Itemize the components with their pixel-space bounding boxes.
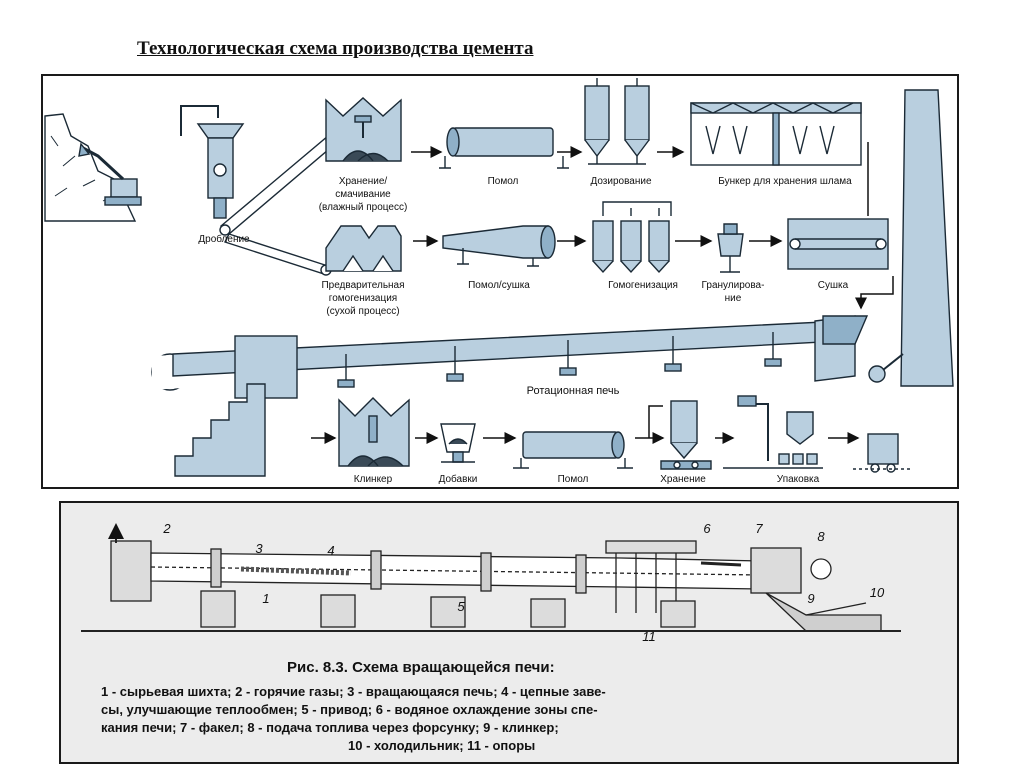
kiln-number-9: 9 bbox=[807, 591, 814, 606]
ball-mill-top-icon bbox=[439, 127, 569, 169]
flow-arrows bbox=[311, 142, 894, 444]
label-clinker: Клинкер bbox=[354, 474, 393, 485]
process-flow-diagram: Дробление Хранение/ смачивание (влажный … bbox=[41, 74, 959, 489]
label-granulation-2: ние bbox=[725, 293, 742, 304]
homogenization-silos-icon bbox=[592, 201, 672, 274]
caption-line-1: 1 - сырьевая шихта; 2 - горячие газы; 3 … bbox=[101, 684, 606, 699]
truck-icon bbox=[853, 433, 911, 473]
label-additives: Добавки bbox=[439, 473, 478, 485]
label-storage-3: (влажный процесс) bbox=[319, 202, 408, 213]
rotary-kiln-icon bbox=[151, 315, 904, 477]
label-homogenization: Гомогенизация bbox=[608, 280, 678, 291]
label-storage-2: смачивание bbox=[335, 189, 391, 200]
caption-title: Рис. 8.3. Схема вращающейся печи: bbox=[287, 659, 555, 676]
caption-line-3: кания печи; 7 - факел; 8 - подача топлив… bbox=[101, 720, 559, 735]
label-dosing: Дозирование bbox=[590, 176, 651, 187]
label-drying: Сушка bbox=[818, 280, 849, 291]
rotary-kiln-schematic: 1 2 3 4 5 6 7 8 9 10 11 Рис. 8.3. Схема … bbox=[59, 501, 959, 764]
kiln-number-10: 10 bbox=[870, 585, 885, 600]
kiln-number-11: 11 bbox=[642, 629, 656, 644]
kiln-number-7: 7 bbox=[755, 521, 763, 536]
process-flow-svg: Дробление Хранение/ смачивание (влажный … bbox=[44, 78, 954, 485]
clinker-bin-icon bbox=[338, 397, 410, 467]
ball-mill-dryer-icon bbox=[442, 225, 556, 267]
cement-silo-icon bbox=[660, 400, 712, 470]
label-granulation-1: Гранулирова- bbox=[702, 280, 765, 291]
label-storage: Хранение bbox=[660, 474, 706, 485]
label-packing: Упаковка bbox=[777, 474, 820, 485]
granulator-icon bbox=[717, 223, 744, 273]
label-milling-top: Помол bbox=[488, 176, 519, 187]
kiln-number-8: 8 bbox=[817, 529, 825, 544]
caption-line-4: 10 - холодильник; 11 - опоры bbox=[348, 738, 536, 753]
label-slurry-bunker: Бункер для хранения шлама bbox=[718, 176, 852, 187]
kiln-number-1: 1 bbox=[262, 591, 269, 606]
label-milling-bottom: Помол bbox=[558, 474, 589, 485]
label-prehomog-1: Предварительная bbox=[321, 280, 404, 291]
chimney-icon bbox=[900, 89, 954, 387]
dosing-silos-icon bbox=[584, 78, 650, 165]
crusher-icon bbox=[180, 105, 245, 219]
kiln-number-3: 3 bbox=[255, 541, 263, 556]
additives-hopper-icon bbox=[440, 423, 476, 463]
kiln-schematic-svg: 1 2 3 4 5 6 7 8 9 10 11 bbox=[81, 521, 901, 644]
dryer-icon bbox=[787, 218, 889, 270]
ball-mill-bottom-icon bbox=[513, 431, 633, 469]
conveyor-to-storage bbox=[219, 134, 337, 276]
kiln-number-6: 6 bbox=[703, 521, 711, 536]
dry-storage-icon bbox=[325, 225, 402, 272]
caption-line-2: сы, улучшающие теплообмен; 5 - привод; 6… bbox=[101, 702, 598, 717]
label-prehomog-3: (сухой процесс) bbox=[326, 306, 399, 317]
wet-storage-icon bbox=[325, 97, 402, 162]
label-rotary-kiln: Ротационная печь bbox=[527, 385, 620, 397]
kiln-number-2: 2 bbox=[162, 521, 171, 536]
kiln-number-4: 4 bbox=[327, 543, 334, 558]
kiln-number-5: 5 bbox=[457, 599, 465, 614]
slide-title: Технологическая схема производства цемен… bbox=[137, 38, 534, 59]
label-crushing: Дробление bbox=[198, 233, 250, 245]
slurry-bunker-icon bbox=[690, 102, 862, 166]
excavator-icon bbox=[78, 142, 142, 206]
packing-plant-icon bbox=[723, 395, 823, 469]
label-prehomog-2: гомогенизация bbox=[329, 293, 397, 304]
label-storage-1: Хранение/ bbox=[339, 176, 388, 187]
label-milling-drying: Помол/сушка bbox=[468, 280, 530, 291]
